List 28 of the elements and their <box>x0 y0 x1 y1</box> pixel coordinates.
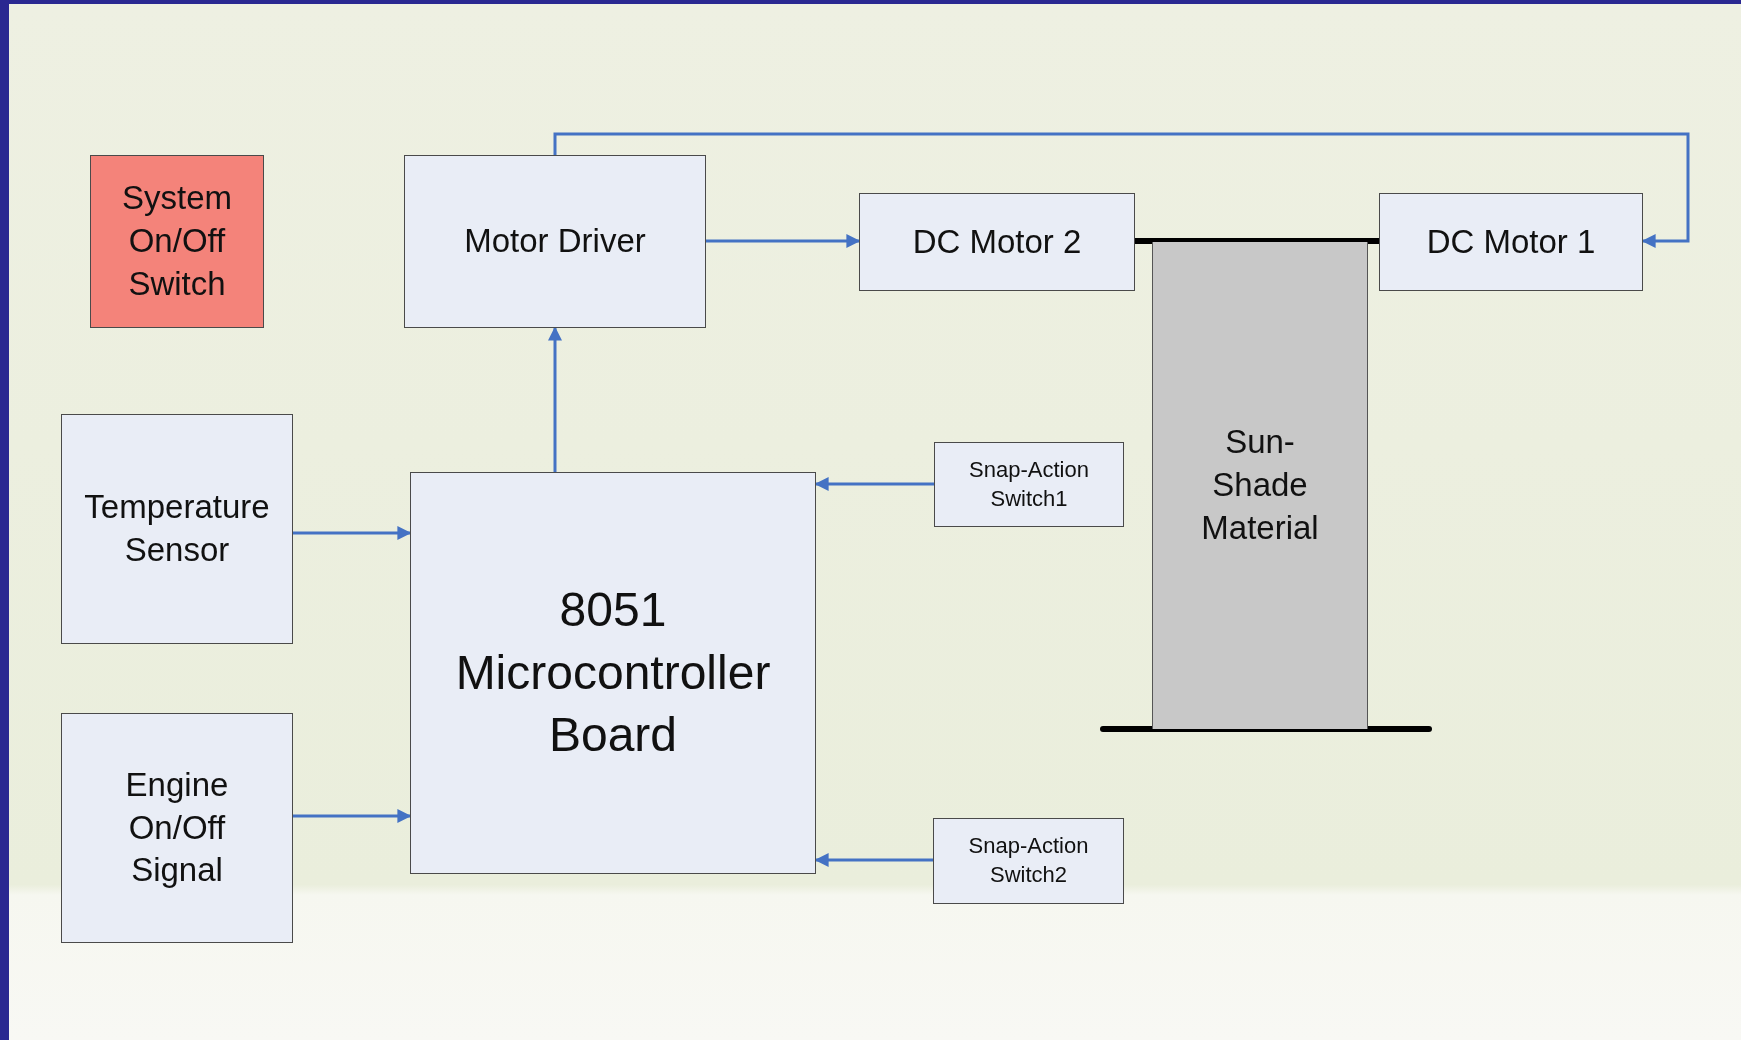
rod-line <box>1135 238 1379 244</box>
arrow <box>293 809 412 823</box>
box-label: Motor Driver <box>463 221 647 262</box>
component-box <box>1379 193 1643 291</box>
component-box <box>934 442 1124 527</box>
arrow <box>553 132 1690 248</box>
arrow <box>293 526 412 540</box>
box-label: Temperature Sensor <box>83 487 271 570</box>
arrow <box>706 234 861 248</box>
material-block <box>1152 242 1368 729</box>
arrow <box>814 853 933 867</box>
box-label: Engine On/Off Signal <box>124 764 230 891</box>
box-label: Sun-Shade Material <box>1200 422 1320 548</box>
component-box <box>404 155 706 328</box>
box-label: System On/Off Switch <box>121 178 233 304</box>
box-label: Snap-Action Switch2 <box>967 832 1090 889</box>
component-box <box>933 818 1124 904</box>
box-label: DC Motor 2 <box>911 221 1083 262</box>
box-label: DC Motor 1 <box>1425 221 1597 262</box>
component-box <box>61 414 293 644</box>
box-label: 8051 Microcontroller Board <box>454 582 772 764</box>
component-box <box>61 713 293 943</box>
box-label: Snap-Action Switch1 <box>968 455 1090 513</box>
component-box <box>410 472 816 874</box>
arrow <box>814 477 934 491</box>
component-box <box>859 193 1135 291</box>
arrow <box>548 326 562 472</box>
component-box <box>90 155 264 328</box>
